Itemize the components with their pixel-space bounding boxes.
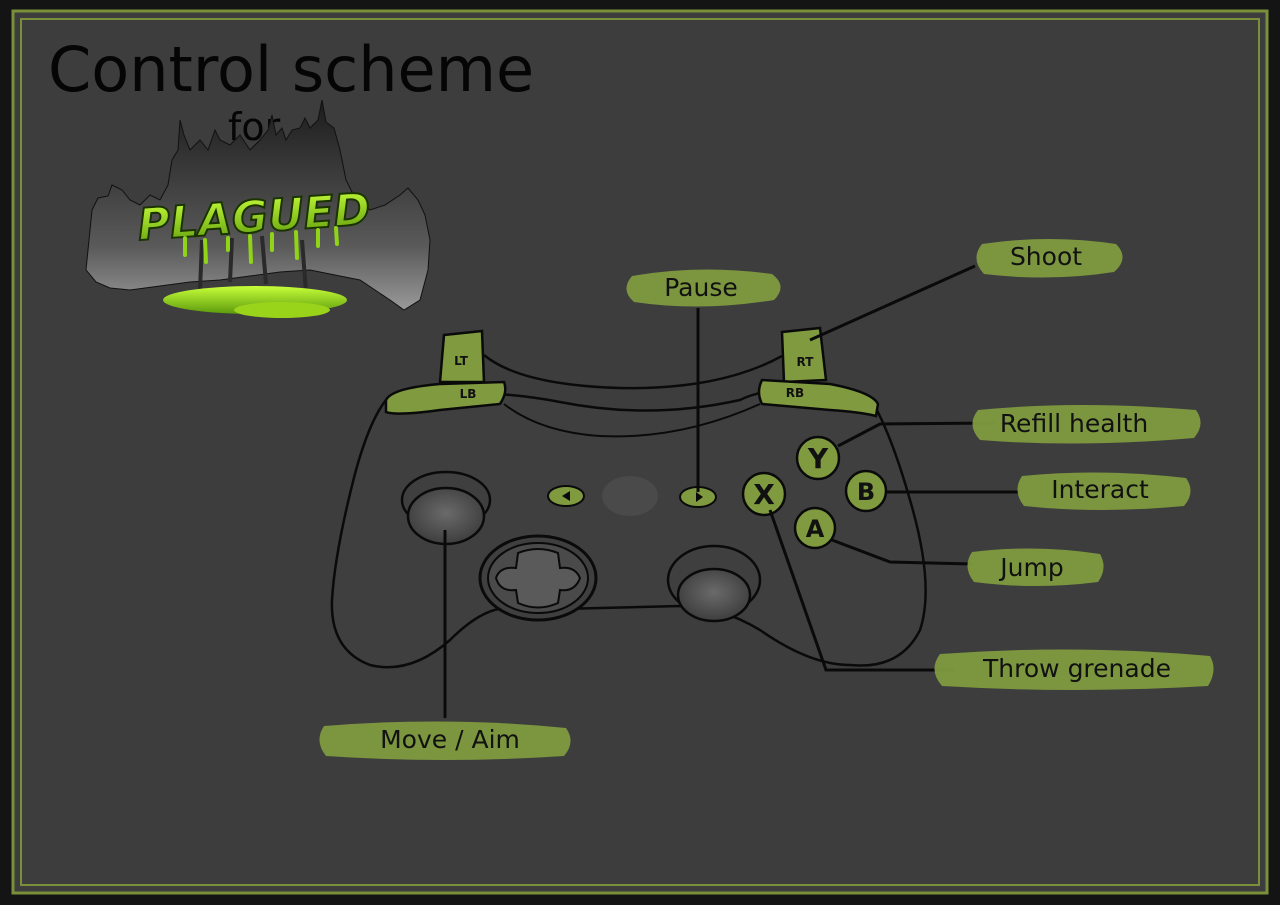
jump-leader-line	[831, 538, 973, 566]
y-button-label: Y	[807, 442, 829, 475]
left-bumper-label: LB	[460, 387, 477, 401]
x-button-label: X	[753, 478, 775, 511]
jump-label: Jump	[998, 553, 1063, 582]
right-bumper[interactable]	[757, 378, 880, 418]
start-arrow-icon	[696, 492, 703, 502]
label-jump: Jump	[967, 548, 1104, 586]
pause-label: Pause	[664, 273, 738, 302]
label-refill-health: Refill health	[972, 405, 1201, 444]
controller-body	[330, 388, 927, 669]
throw-grenade-label: Throw grenade	[982, 654, 1171, 683]
leader-lines	[443, 264, 1020, 718]
right-trigger-label: RT	[797, 355, 815, 369]
label-throw-grenade: Throw grenade	[934, 649, 1214, 690]
a-button[interactable]	[793, 506, 837, 550]
label-move-aim: Move / Aim	[319, 721, 571, 760]
b-button-label: B	[857, 478, 875, 506]
a-button-label: A	[806, 515, 825, 543]
left-trigger-label: LT	[454, 354, 469, 368]
shoot-label: Shoot	[1010, 242, 1082, 271]
shoot-leader-line	[809, 264, 976, 342]
frame-inner-border	[20, 18, 1260, 886]
right-trigger[interactable]	[780, 326, 828, 384]
y-button[interactable]	[795, 435, 841, 481]
right-bumper-label: RB	[786, 386, 804, 400]
move-aim-label: Move / Aim	[380, 725, 520, 754]
back-arrow-icon	[562, 491, 570, 501]
left-bumper[interactable]	[384, 380, 507, 415]
guide-button[interactable]	[602, 476, 658, 516]
plagued-logo: PLAGUED	[85, 99, 431, 318]
label-shoot: Shoot	[976, 239, 1123, 278]
interact-label: Interact	[1051, 475, 1149, 504]
refill-health-leader-line	[837, 421, 996, 448]
dpad[interactable]	[494, 548, 582, 609]
xbox-controller: LT RT LB RB Y B A	[330, 326, 927, 669]
right-stick[interactable]	[676, 567, 752, 623]
x-button[interactable]	[741, 471, 787, 517]
refill-health-label: Refill health	[1000, 409, 1148, 438]
throw-grenade-leader-line	[768, 509, 955, 672]
label-pause: Pause	[626, 269, 781, 307]
label-interact: Interact	[1017, 472, 1191, 510]
title-line1: Control scheme	[48, 33, 534, 106]
